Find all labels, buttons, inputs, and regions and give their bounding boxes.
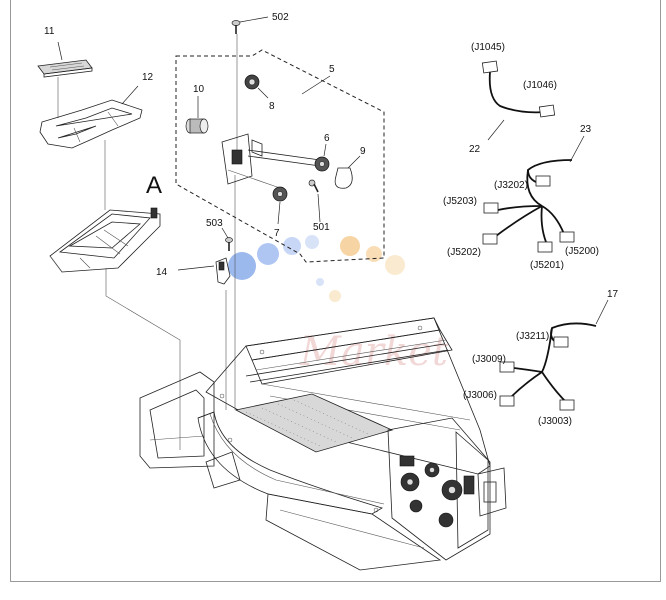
leader-8 [257, 87, 269, 99]
callout-5: 5 [329, 64, 335, 75]
cable-17-drawing [499, 322, 597, 411]
part-6-drawing [314, 156, 330, 172]
part-10-drawing [185, 118, 209, 134]
leader-11 [57, 41, 63, 61]
watermark-dot [340, 236, 360, 256]
leader-5 [301, 75, 331, 95]
diagram-frame [10, 0, 661, 582]
part-a-assembly-drawing [49, 207, 161, 273]
connector-label-j3211: (J3211) [516, 331, 549, 342]
callout-22: 22 [469, 144, 481, 155]
leader-22 [487, 119, 505, 141]
callout-12: 12 [142, 72, 154, 83]
screw-502-drawing [231, 20, 241, 34]
connector-label-j3202: (J3202) [494, 180, 528, 191]
leader-14 [177, 265, 215, 271]
leader-12 [121, 85, 139, 105]
callout-23: 23 [580, 124, 592, 135]
leader-7 [277, 201, 281, 225]
watermark-dot [305, 235, 319, 249]
leader-23 [569, 135, 585, 163]
part-14-drawing [215, 257, 231, 285]
watermark-text: Market [299, 329, 449, 375]
part-12-drawing [39, 99, 143, 149]
connector-label-j5202: (J5202) [447, 247, 481, 258]
leader-501 [317, 193, 321, 223]
watermark-dot [316, 278, 324, 286]
callout-7: 7 [274, 228, 280, 239]
dropline-a [105, 268, 181, 450]
callout-11: 11 [44, 26, 55, 37]
leader-502 [239, 16, 269, 23]
watermark-dot [366, 246, 382, 262]
callout-503: 503 [206, 218, 223, 229]
screw-503-drawing [225, 237, 233, 251]
callout-14: 14 [156, 267, 168, 278]
part-9-drawing [334, 167, 353, 189]
printer-chassis-drawing [139, 317, 507, 571]
part-7-drawing [272, 186, 288, 202]
callout-10: 10 [193, 84, 205, 95]
leader-17 [595, 299, 609, 325]
part-8-drawing [244, 74, 260, 90]
watermark-dot [228, 252, 256, 280]
connector-label-j3006: (J3006) [463, 390, 497, 401]
leader-503 [221, 227, 229, 239]
callout-8: 8 [269, 101, 275, 112]
connector-label-j5203: (J5203) [443, 196, 477, 207]
callout-a: A [146, 172, 162, 199]
callout-502: 502 [272, 12, 289, 23]
cable-23-drawing [482, 159, 575, 253]
connector-label-j1045: (J1045) [471, 42, 505, 53]
part-11-drawing [37, 59, 93, 78]
cable-22-drawing [481, 60, 556, 118]
leader-9 [347, 155, 361, 169]
connector-label-j5200: (J5200) [565, 246, 599, 257]
callout-6: 6 [324, 133, 330, 144]
callout-17: 17 [607, 289, 619, 300]
callout-501: 501 [313, 222, 330, 233]
connector-label-j5201: (J5201) [530, 260, 564, 271]
connector-label-j1046: (J1046) [523, 80, 557, 91]
leader-6 [323, 143, 327, 157]
watermark-dot [257, 243, 279, 265]
connector-label-j3003: (J3003) [538, 416, 572, 427]
connector-label-j3009: (J3009) [472, 354, 506, 365]
group-5-outline [175, 49, 385, 263]
screw-501-drawing [308, 179, 319, 193]
shaft-bracket-drawing [221, 133, 321, 189]
watermark-dot [385, 255, 405, 275]
watermark-dot [283, 237, 301, 255]
watermark-dot [329, 290, 341, 302]
watermark: Market [228, 235, 449, 375]
callout-9: 9 [360, 146, 366, 157]
